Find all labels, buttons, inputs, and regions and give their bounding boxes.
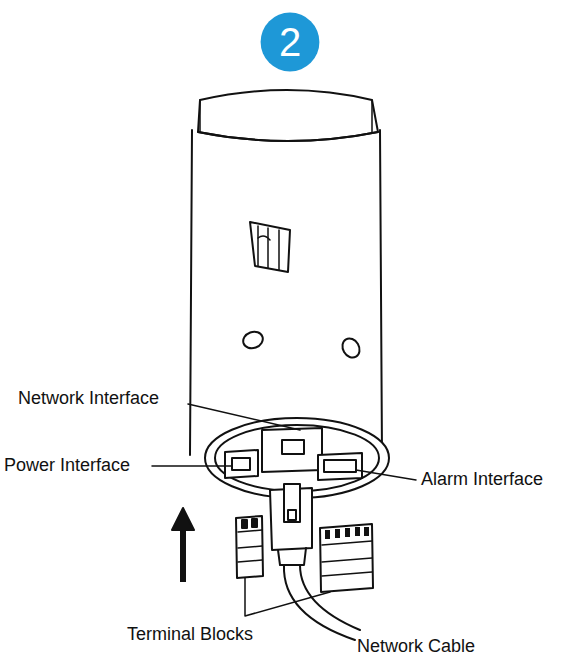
part-label: Terminal Blocks bbox=[127, 625, 253, 645]
part-label: Alarm Interface bbox=[421, 470, 543, 490]
part-label: Power Interface bbox=[4, 456, 130, 476]
step-number: 2 bbox=[260, 12, 320, 62]
step-badge: 2 bbox=[260, 12, 320, 72]
part-label: Network Cable bbox=[357, 637, 475, 657]
part-label: Network Interface bbox=[18, 389, 159, 409]
